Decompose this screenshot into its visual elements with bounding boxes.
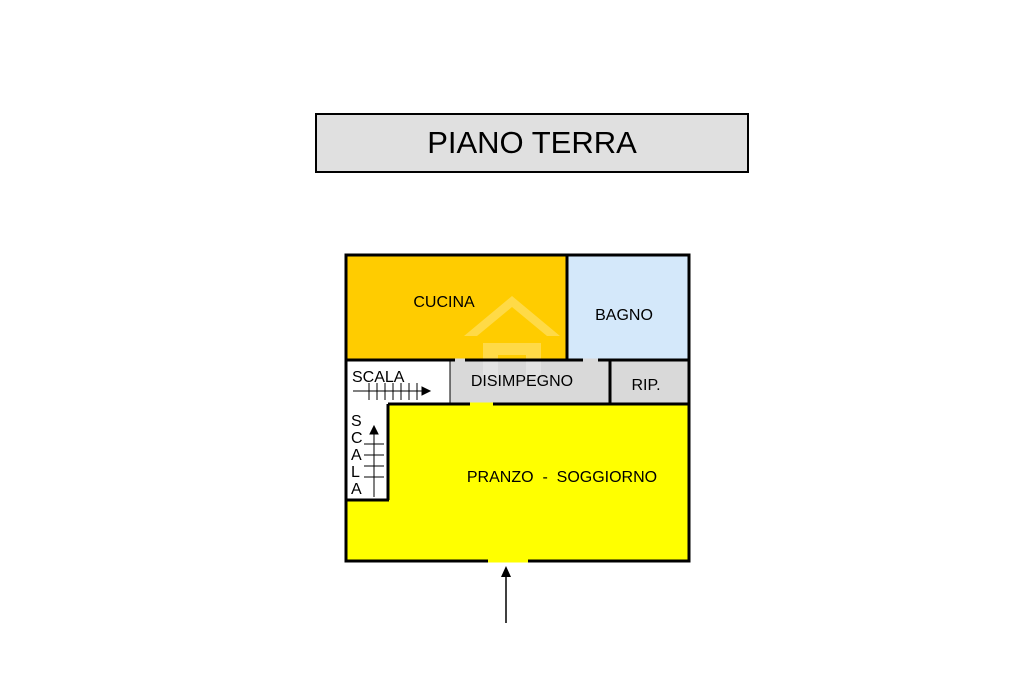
label-scala-top: SCALA xyxy=(352,369,405,386)
room-disimpegno xyxy=(450,360,610,404)
label-scala-side-letter: S xyxy=(351,413,362,430)
house-watermark-icon xyxy=(464,296,560,378)
stair-vertical xyxy=(364,424,384,497)
label-scala-side-letter: C xyxy=(351,430,363,447)
room-bagno xyxy=(567,256,688,360)
stair-horizontal xyxy=(353,383,432,400)
stair-arrow-icon xyxy=(421,386,432,396)
openings xyxy=(449,358,598,563)
room-scala-side xyxy=(347,404,388,500)
label-scala-side-letter: L xyxy=(351,464,360,481)
entrance-arrow-icon xyxy=(501,566,511,623)
stair-arrow-icon xyxy=(369,424,379,435)
label-disimpegno: DISIMPEGNO xyxy=(471,373,573,390)
label-scala-side-letter: A xyxy=(351,481,362,498)
label-scala-side-letter: A xyxy=(351,447,362,464)
label-soggiorno: PRANZO - SOGGIORNO xyxy=(467,469,657,486)
room-ripostiglio xyxy=(610,360,688,404)
label-bagno: BAGNO xyxy=(595,307,653,324)
room-soggiorno xyxy=(347,404,688,560)
room-cucina xyxy=(347,256,567,360)
page-title: PIANO TERRA xyxy=(315,113,749,173)
room-scala-top xyxy=(347,360,450,404)
label-cucina: CUCINA xyxy=(413,294,475,311)
label-ripostiglio: RIP. xyxy=(631,377,660,394)
